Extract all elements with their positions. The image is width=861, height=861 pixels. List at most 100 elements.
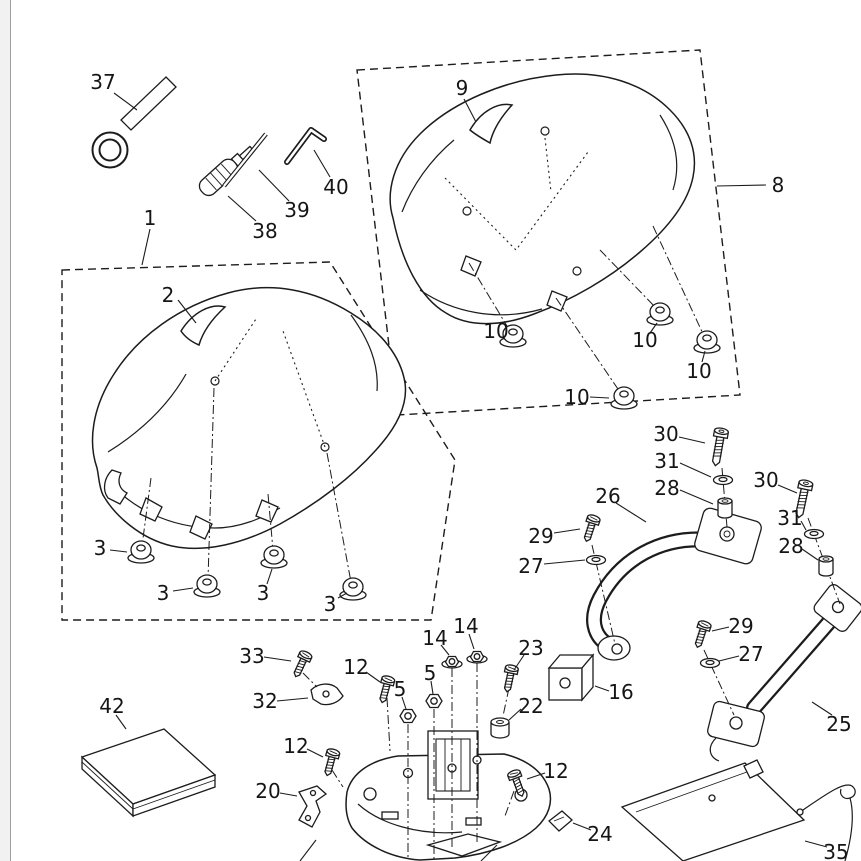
leader-line bbox=[678, 436, 706, 444]
leader-line bbox=[508, 708, 522, 721]
boundary-box-front-seat bbox=[61, 261, 456, 621]
leader-line bbox=[553, 528, 581, 534]
leader-line bbox=[401, 696, 407, 710]
screw-part-29 bbox=[583, 514, 601, 543]
nut-part-5 bbox=[425, 693, 443, 709]
front-seat-body bbox=[91, 286, 407, 550]
damper-grommet-part-3 bbox=[193, 574, 221, 598]
part-number-10: 10 bbox=[564, 385, 589, 409]
leader-line bbox=[430, 680, 434, 695]
assembly-axis-line bbox=[207, 387, 215, 580]
part-number-32: 32 bbox=[252, 689, 277, 713]
assembly-axis-line bbox=[652, 225, 705, 337]
leader-line bbox=[141, 228, 151, 266]
part-number-31: 31 bbox=[654, 449, 679, 473]
grab-rail-25 bbox=[707, 584, 861, 762]
page-edge bbox=[0, 0, 11, 861]
assembly-axis-line bbox=[807, 517, 841, 605]
flange-nut-part-14 bbox=[441, 655, 463, 669]
damper-grommet-part-10 bbox=[499, 324, 527, 348]
part-number-14: 14 bbox=[453, 614, 478, 638]
leader-line bbox=[572, 822, 592, 831]
hex-key-40 bbox=[284, 127, 327, 165]
leader-line bbox=[115, 714, 127, 730]
part-number-27: 27 bbox=[738, 642, 763, 666]
screw-part-33 bbox=[293, 650, 313, 678]
leader-line bbox=[266, 568, 273, 585]
part-number-37: 37 bbox=[90, 70, 115, 94]
part-number-28: 28 bbox=[778, 534, 803, 558]
leader-line bbox=[594, 685, 610, 692]
front-seat-strap bbox=[180, 305, 227, 347]
leader-line bbox=[804, 840, 828, 848]
leader-line bbox=[777, 484, 798, 494]
damper-grommet-part-10 bbox=[646, 302, 674, 326]
damper-grommet-part-10 bbox=[610, 386, 638, 410]
washer-part-27 bbox=[699, 657, 721, 669]
assembly-axis-line bbox=[555, 297, 621, 393]
part-number-10: 10 bbox=[483, 319, 508, 343]
part-number-40: 40 bbox=[323, 175, 348, 199]
part-number-2: 2 bbox=[162, 283, 175, 307]
leader-line bbox=[716, 184, 767, 187]
washer-part-27 bbox=[585, 554, 607, 566]
leader-line bbox=[468, 633, 475, 650]
screw-part-12 bbox=[324, 748, 341, 777]
leader-line bbox=[258, 169, 290, 202]
part-number-29: 29 bbox=[728, 614, 753, 638]
part-number-3: 3 bbox=[257, 581, 270, 605]
part-number-38: 38 bbox=[252, 219, 277, 243]
tool-kit bbox=[91, 76, 327, 197]
leader-line bbox=[276, 697, 309, 702]
flange-nut-part-14 bbox=[466, 650, 488, 664]
leader-line bbox=[172, 587, 194, 592]
part-number-1: 1 bbox=[144, 206, 157, 230]
front-seat-assembly bbox=[91, 286, 407, 550]
washer-part-31 bbox=[712, 474, 734, 486]
part-number-33: 33 bbox=[239, 644, 264, 668]
screw-part-12 bbox=[507, 769, 525, 797]
part-number-25: 25 bbox=[826, 712, 851, 736]
leader-line bbox=[337, 592, 348, 599]
bolt-part-30 bbox=[795, 479, 814, 519]
leader-line bbox=[679, 462, 712, 478]
part-number-3: 3 bbox=[94, 536, 107, 560]
leader-line bbox=[365, 671, 381, 683]
assembly-axis-line bbox=[331, 769, 344, 788]
leader-line bbox=[615, 502, 647, 523]
manual-book-42 bbox=[80, 728, 217, 818]
part-number-30: 30 bbox=[653, 422, 678, 446]
leader-line bbox=[543, 559, 586, 565]
part-number-26: 26 bbox=[595, 484, 620, 508]
part-number-31: 31 bbox=[777, 506, 802, 530]
assembly-axis-line bbox=[703, 649, 735, 716]
part-number-3: 3 bbox=[157, 581, 170, 605]
part-number-5: 5 bbox=[424, 661, 437, 685]
rear-seat-strap bbox=[469, 103, 514, 145]
part-number-20: 20 bbox=[255, 779, 280, 803]
part-number-14: 14 bbox=[422, 626, 447, 650]
part-number-16: 16 bbox=[608, 680, 633, 704]
assembly-axis-line bbox=[267, 493, 274, 551]
leader-line bbox=[279, 792, 298, 797]
seat-bracket-assembly bbox=[345, 730, 552, 861]
collar-part-28 bbox=[818, 555, 834, 577]
leader-line bbox=[313, 149, 331, 178]
boundary-box-rear-seat bbox=[356, 49, 741, 416]
part-number-29: 29 bbox=[528, 524, 553, 548]
part-number-35: 35 bbox=[823, 840, 848, 861]
leader-line bbox=[113, 92, 138, 111]
leader-line bbox=[463, 98, 477, 123]
leader-line bbox=[589, 396, 610, 399]
part-number-9: 9 bbox=[456, 76, 469, 100]
assembly-axis-line bbox=[504, 790, 515, 817]
part-number-23: 23 bbox=[518, 636, 543, 660]
leader-line bbox=[718, 655, 740, 662]
assembly-axis-line bbox=[599, 249, 658, 310]
part-number-12: 12 bbox=[283, 734, 308, 758]
part-number-10: 10 bbox=[686, 359, 711, 383]
collar-part-28 bbox=[717, 497, 733, 519]
assembly-axis-line bbox=[468, 262, 511, 332]
assembly-axis-line bbox=[386, 697, 391, 752]
